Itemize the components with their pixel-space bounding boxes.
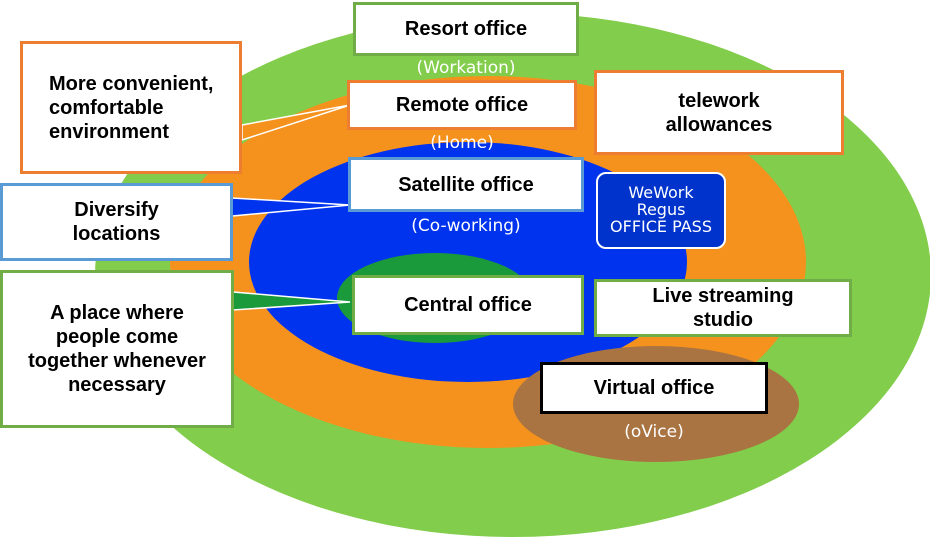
office-pass-label: OFFICE PASS [610,216,712,236]
diversify-callout: Diversify locations [0,183,233,261]
comfort-pointer [241,104,351,142]
ovice-label: (oVice) [624,422,684,442]
wework-label: WeWork [628,183,694,203]
workation-label: (Workation) [416,58,516,78]
coworking-label: (Co-working) [411,216,521,236]
central-office-label: Central office [352,275,584,335]
regus-label: Regus [636,200,686,220]
remote-office-label: Remote office [347,80,577,130]
home-label: (Home) [430,133,494,153]
resort-office-label: Resort office [353,2,579,56]
live-streaming-callout: Live streaming studio [594,279,852,337]
telework-allowances-callout: telework allowances [594,70,844,155]
comfort-callout: More convenient, comfortable environment [20,41,242,174]
virtual-office-label: Virtual office [540,362,768,414]
gather-callout: A place where people come together whene… [0,270,234,428]
satellite-office-label: Satellite office [348,157,584,212]
office-pass-badge: WeWork Regus OFFICE PASS [596,172,726,249]
